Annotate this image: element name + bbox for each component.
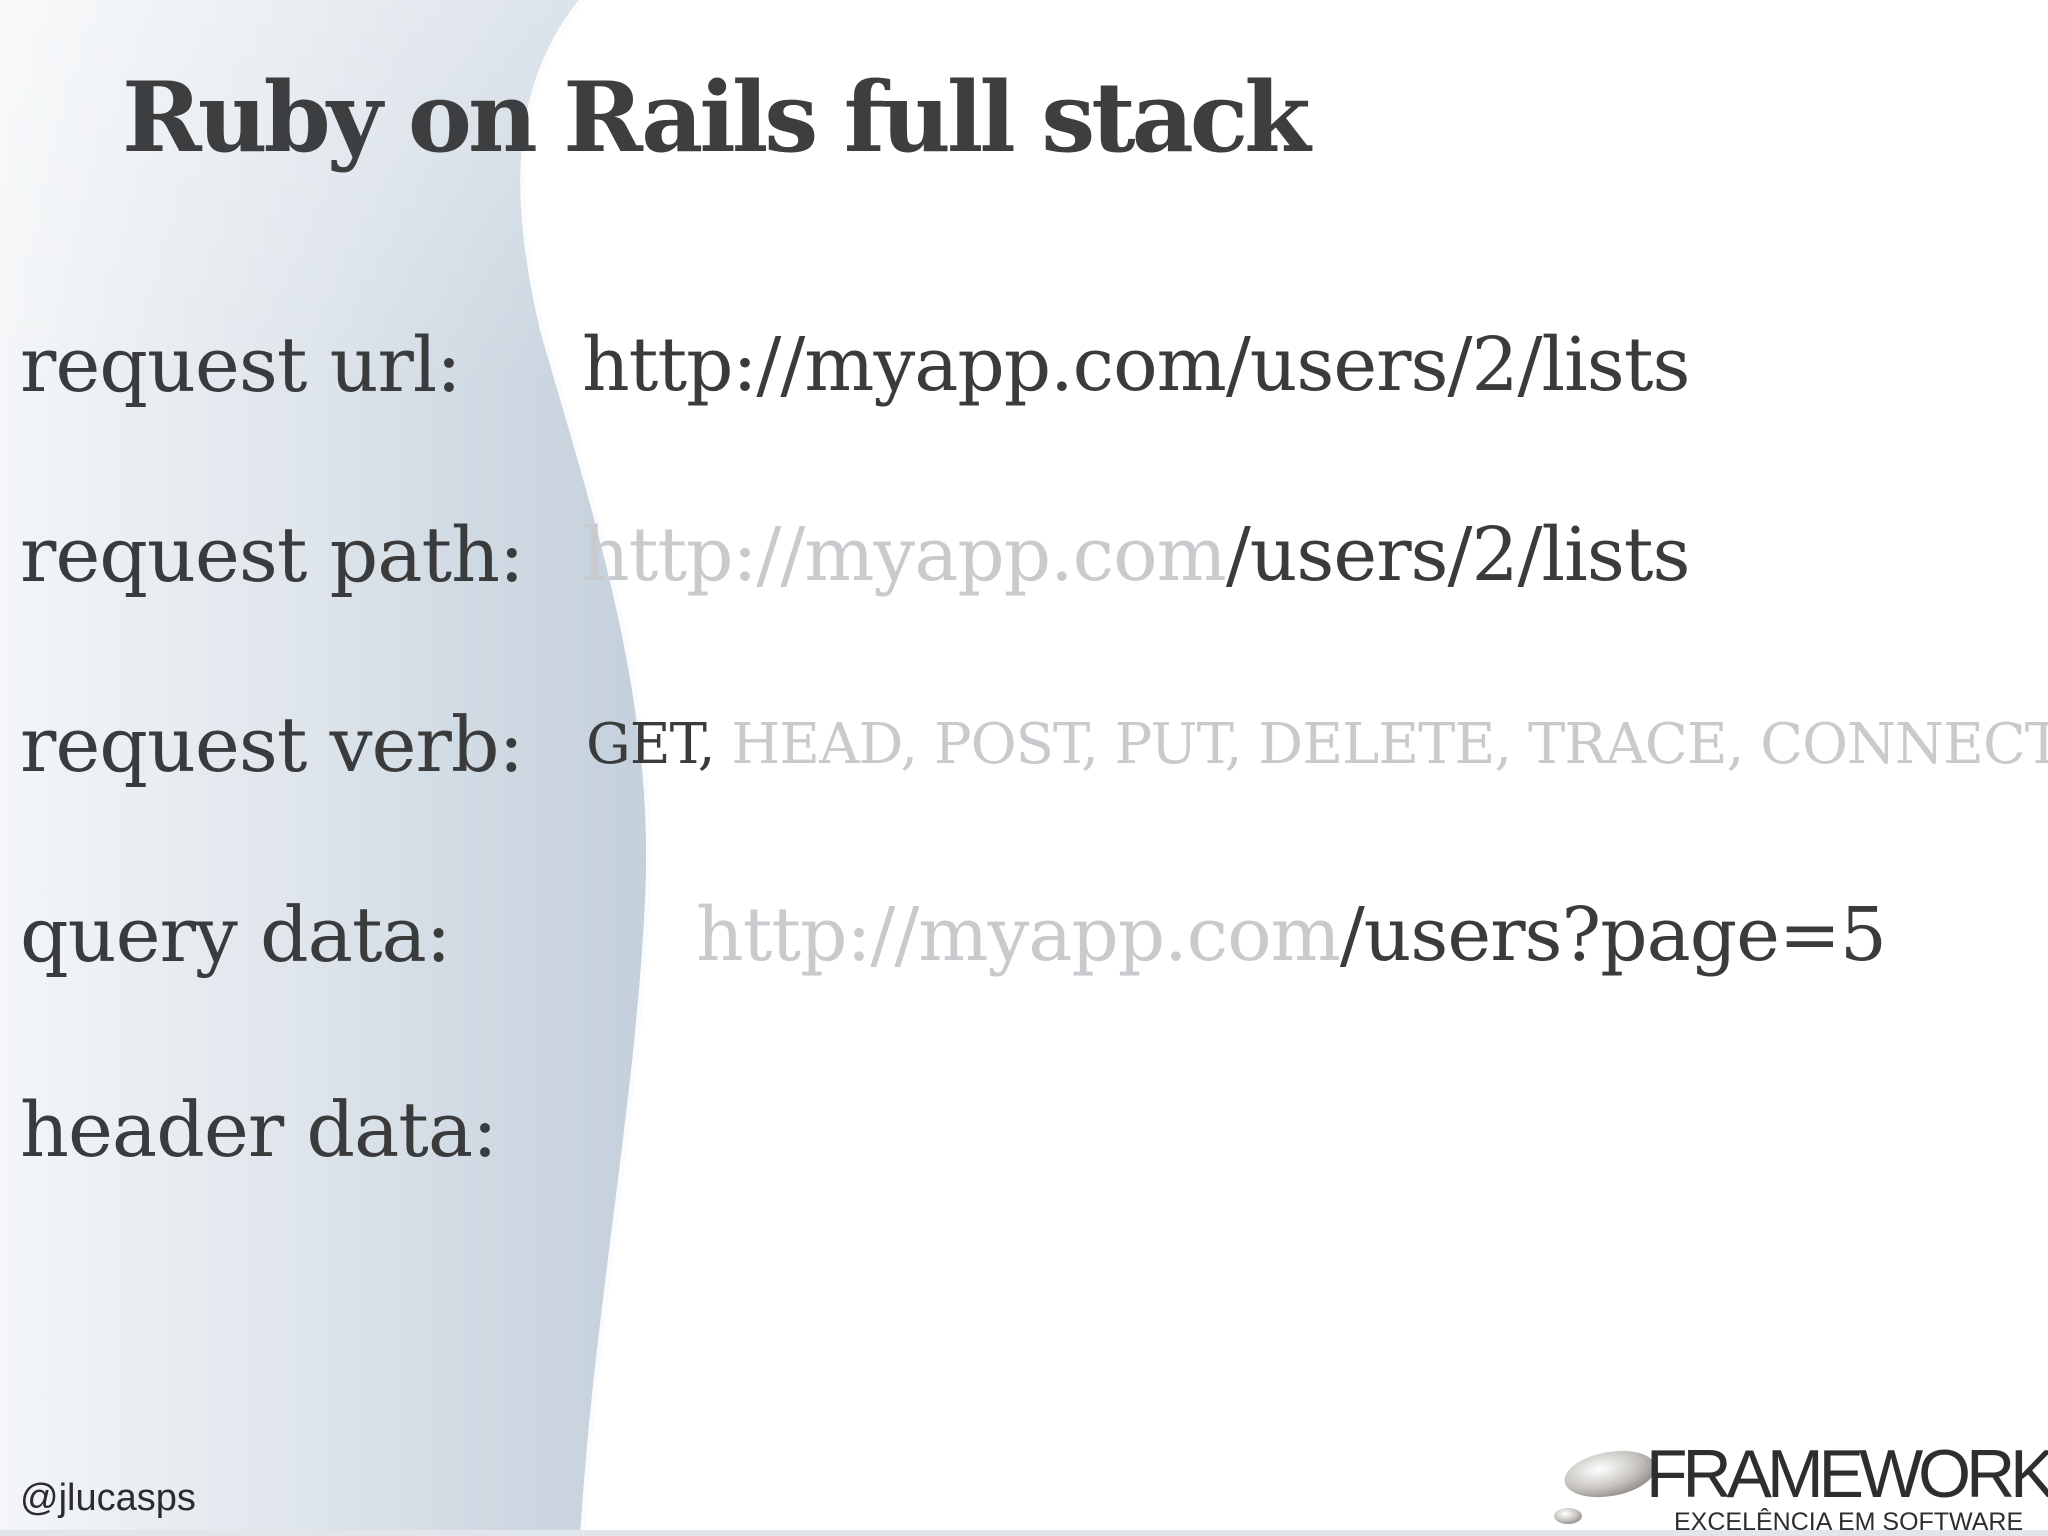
value-request-path: http://myapp.com/users/2/lists	[582, 505, 1691, 605]
row-header-data: header data:	[0, 1080, 2048, 1180]
author-handle: @jlucasps	[20, 1477, 196, 1519]
label-request-path: request path:	[20, 510, 525, 599]
label-header-data: header data:	[20, 1085, 498, 1174]
logo-wordmark: FRAMEWORK	[1646, 1436, 2048, 1512]
framework-logo: FRAMEWORK EXCELÊNCIA EM SOFTWARE	[1540, 1436, 2048, 1536]
row-query-data: query data: http://myapp.com/users?page=…	[0, 885, 2048, 985]
url-full: http://myapp.com/users/2/lists	[582, 322, 1690, 408]
value-request-verb: GET, HEAD, POST, PUT, DELETE, TRACE, CON…	[586, 695, 2048, 795]
path-host-faded: http://myapp.com	[582, 512, 1227, 598]
label-query-data: query data:	[20, 890, 451, 979]
row-request-path: request path: http://myapp.com/users/2/l…	[0, 505, 2048, 605]
path-highlight: /users/2/lists	[1225, 512, 1691, 598]
label-request-url: request url:	[20, 320, 462, 409]
value-query-data: http://myapp.com/users?page=5	[696, 885, 1887, 985]
logo-discs-icon	[1554, 1450, 1656, 1524]
value-request-url: http://myapp.com/users/2/lists	[582, 315, 1690, 415]
query-highlight: /users?page=5	[1339, 892, 1887, 978]
query-host-faded: http://myapp.com	[696, 892, 1341, 978]
label-request-verb: request verb:	[20, 700, 524, 789]
verb-others-faded: HEAD, POST, PUT, DELETE, TRACE, CONNECT	[714, 712, 2048, 777]
row-request-verb: request verb: GET, HEAD, POST, PUT, DELE…	[0, 695, 2048, 795]
verb-get: GET,	[586, 712, 716, 777]
sidebar-highlight-curve	[520, 0, 657, 1536]
logo-tagline: EXCELÊNCIA EM SOFTWARE	[1674, 1508, 2024, 1536]
row-request-url: request url: http://myapp.com/users/2/li…	[0, 315, 2048, 415]
slide-title: Ruby on Rails full stack	[122, 61, 1311, 174]
